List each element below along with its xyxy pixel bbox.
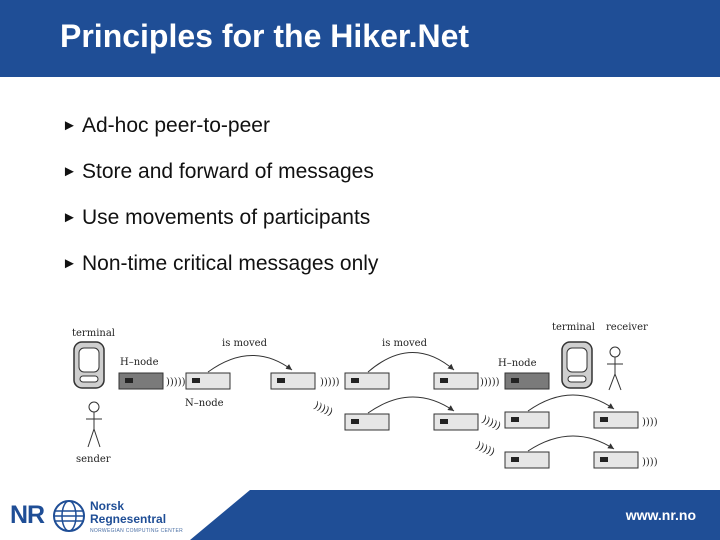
bullet-arrow-icon: ► <box>62 117 77 134</box>
h-node-left-label: H–node <box>120 357 159 368</box>
terminal-right-icon <box>561 341 593 389</box>
sender-label: sender <box>76 454 111 465</box>
terminal-left-icon <box>73 341 105 389</box>
n-node-icon <box>185 372 231 390</box>
n-node-icon <box>344 372 390 390</box>
move-arc-4 <box>527 394 615 412</box>
h-node-right-icon <box>504 372 550 390</box>
n-node-icon <box>593 451 639 469</box>
n-node-icon <box>593 411 639 429</box>
bullet-text: Use movements of participants <box>82 206 371 229</box>
signal-waves-icon: ))))) <box>480 414 502 432</box>
terminal-right-label: terminal <box>552 322 595 333</box>
org-name: Norsk Regnesentral <box>90 499 167 526</box>
receiver-person-icon <box>607 346 623 391</box>
signal-waves-icon: )))) <box>642 417 658 428</box>
receiver-label: receiver <box>606 322 648 333</box>
bullet-arrow-icon: ► <box>62 255 77 272</box>
bullet-list: ► Ad-hoc peer-to-peer ► Store and forward … <box>62 114 378 298</box>
h-node-left-icon <box>118 372 164 390</box>
signal-waves-icon: ))))) <box>320 377 340 388</box>
signal-waves-icon: ))))) <box>312 400 334 418</box>
hikernet-diagram: terminal H–node ))))) N–node is moved ))… <box>72 322 658 469</box>
is-moved-label-1: is moved <box>222 338 268 349</box>
move-arc-5 <box>527 435 615 452</box>
n-node-icon <box>270 372 316 390</box>
sender-person-icon <box>86 401 102 448</box>
n-node-icon <box>504 451 550 469</box>
is-moved-label-2: is moved <box>382 338 428 349</box>
bullet-text: Non-time critical messages only <box>82 252 379 275</box>
n-node-label: N–node <box>185 398 224 409</box>
bullet-item: ► Store and forward of messages <box>62 160 378 206</box>
n-node-icon <box>344 413 390 431</box>
org-subtitle: NORWEGIAN COMPUTING CENTER <box>90 528 183 534</box>
bullet-text: Store and forward of messages <box>82 160 374 183</box>
bullet-item: ► Ad-hoc peer-to-peer <box>62 114 378 160</box>
signal-waves-icon: ))))) <box>166 377 186 388</box>
move-arc-3 <box>367 396 455 414</box>
n-node-icon <box>504 411 550 429</box>
bullet-text: Ad-hoc peer-to-peer <box>82 114 270 137</box>
bullet-arrow-icon: ► <box>62 163 77 180</box>
globe-icon <box>53 500 85 532</box>
signal-waves-icon: ))))) <box>474 440 496 458</box>
h-node-right-label: H–node <box>498 358 537 369</box>
bullet-arrow-icon: ► <box>62 209 77 226</box>
nr-logo: NR <box>10 501 45 529</box>
signal-waves-icon: )))) <box>642 457 658 468</box>
n-node-icon <box>433 372 479 390</box>
bullet-item: ► Use movements of participants <box>62 206 378 252</box>
slide-title: Principles for the Hiker.Net <box>60 18 470 54</box>
title-bar <box>0 0 720 77</box>
signal-waves-icon: ))))) <box>480 377 500 388</box>
footer-band <box>0 490 720 540</box>
bullet-item: ► Non-time critical messages only <box>62 252 378 298</box>
move-arc-1 <box>207 355 293 373</box>
terminal-left-label: terminal <box>72 328 115 339</box>
n-node-icon <box>433 413 479 431</box>
move-arc-2 <box>367 352 455 373</box>
website-link[interactable]: www.nr.no <box>625 507 696 523</box>
